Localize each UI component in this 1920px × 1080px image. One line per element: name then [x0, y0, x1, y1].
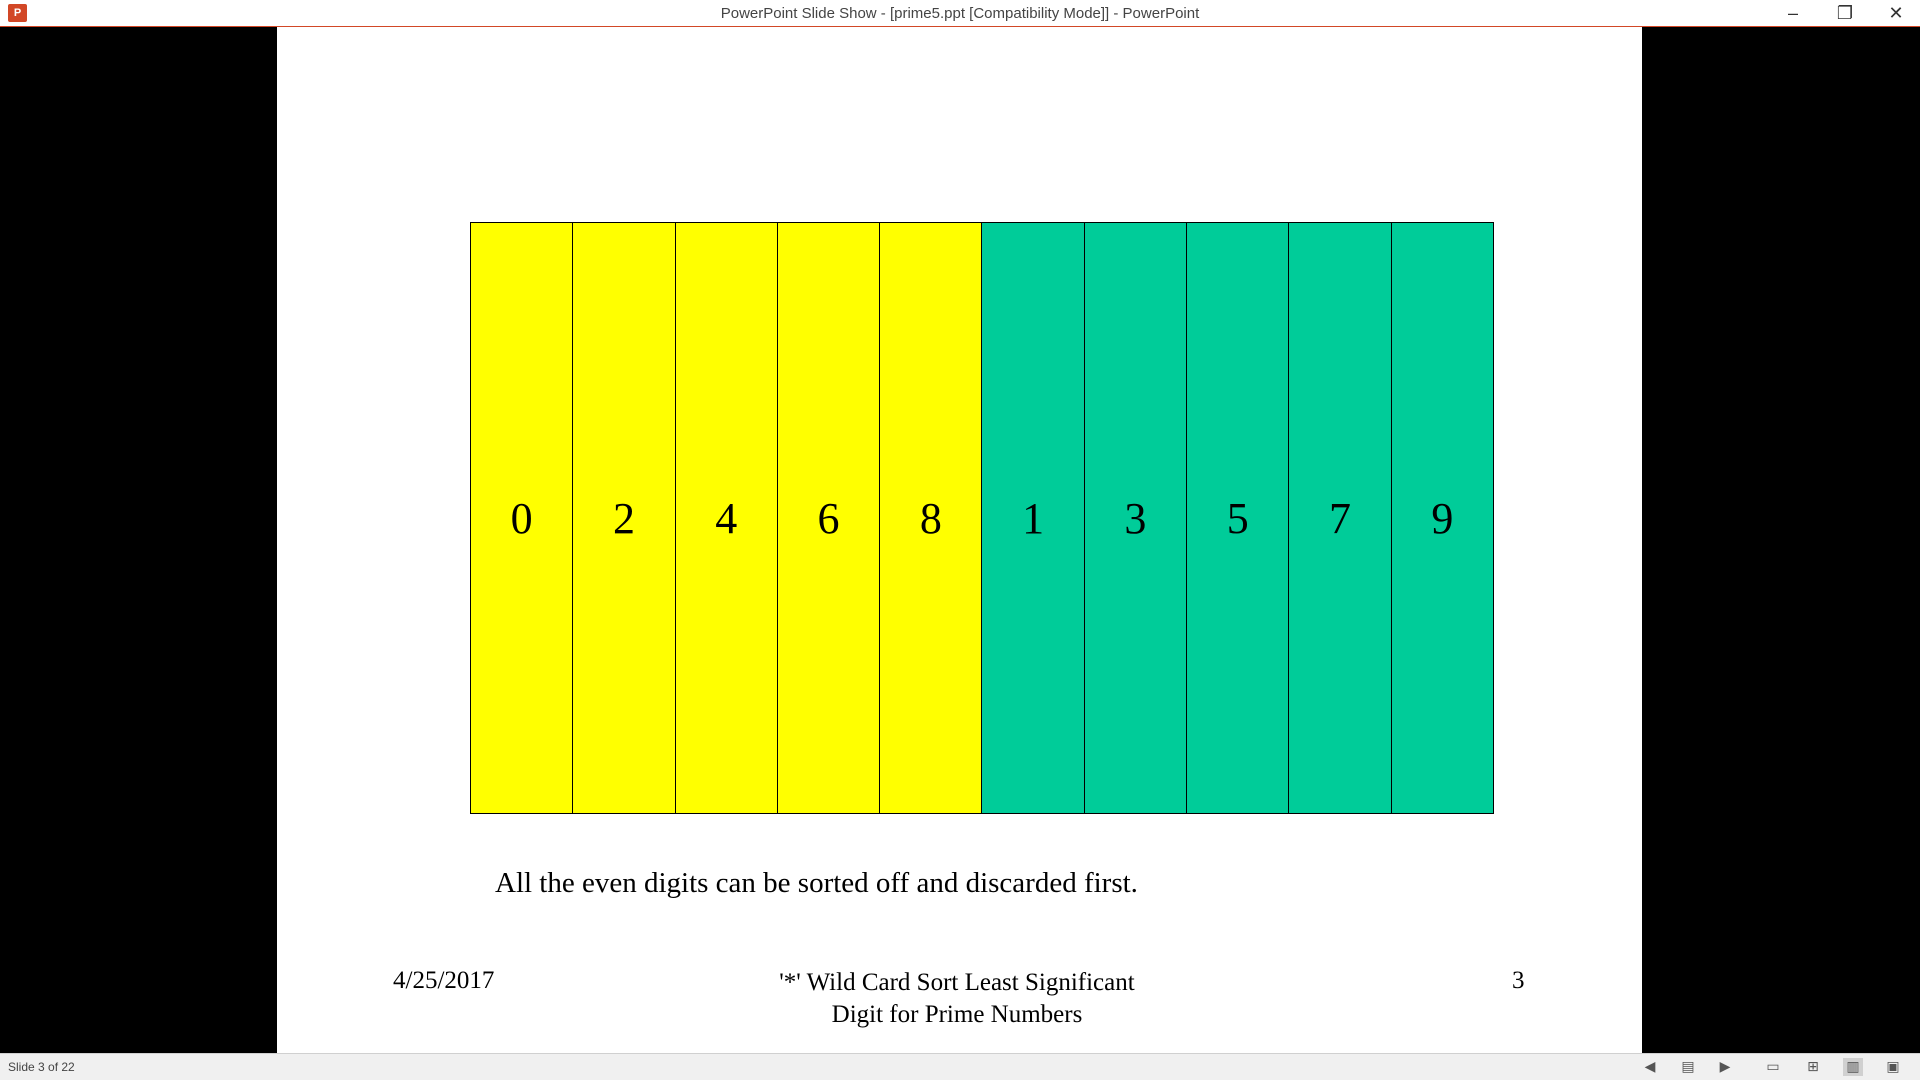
minimize-icon[interactable]: – — [1787, 3, 1798, 23]
digit-cell: 4 — [675, 223, 778, 813]
slide[interactable]: 0 2 4 6 8 1 3 5 7 9 All the even digits … — [277, 27, 1642, 1053]
digit-cell: 7 — [1289, 223, 1392, 813]
slide-show-stage: 0 2 4 6 8 1 3 5 7 9 All the even digits … — [0, 27, 1920, 1053]
digit-cell: 8 — [880, 223, 983, 813]
title-bar: P PowerPoint Slide Show - [prime5.ppt [C… — [0, 0, 1920, 27]
slide-counter: Slide 3 of 22 — [8, 1060, 75, 1074]
window-title: PowerPoint Slide Show - [prime5.ppt [Com… — [720, 5, 1200, 22]
slide-sorter-icon[interactable]: ⊞ — [1807, 1059, 1819, 1075]
digit-cell: 9 — [1391, 223, 1493, 813]
powerpoint-icon: P — [8, 4, 27, 22]
slide-number: 3 — [1512, 967, 1525, 994]
normal-view-icon[interactable]: ▭ — [1766, 1059, 1780, 1075]
digit-cell: 5 — [1187, 223, 1290, 813]
menu-icon[interactable]: ▤ — [1681, 1059, 1695, 1075]
digit-cell: 2 — [573, 223, 676, 813]
restore-icon[interactable]: ❐ — [1836, 3, 1854, 23]
digit-cell: 3 — [1084, 223, 1188, 813]
digit-cell: 0 — [471, 223, 574, 813]
status-bar: Slide 3 of 22 ◀ ▤ ▶ ▭ ⊞ ▥ ▣ — [0, 1053, 1920, 1080]
footer-title-line: Digit for Prime Numbers — [831, 1001, 1083, 1028]
footer-date: 4/25/2017 — [393, 967, 495, 994]
footer-title-line: '*' Wild Card Sort Least Significant — [779, 969, 1135, 996]
slide-show-icon[interactable]: ▣ — [1886, 1059, 1900, 1075]
next-icon[interactable]: ▶ — [1719, 1059, 1731, 1075]
digit-cell: 1 — [982, 223, 1085, 813]
digit-grid: 0 2 4 6 8 1 3 5 7 9 — [470, 222, 1494, 814]
close-icon[interactable]: ✕ — [1888, 3, 1904, 23]
reading-view-icon[interactable]: ▥ — [1843, 1058, 1863, 1076]
previous-icon[interactable]: ◀ — [1644, 1059, 1656, 1075]
footer-title: '*' Wild Card Sort Least Significant Dig… — [707, 967, 1207, 1031]
digit-cell: 6 — [777, 223, 881, 813]
slide-caption: All the even digits can be sorted off an… — [495, 867, 1138, 899]
